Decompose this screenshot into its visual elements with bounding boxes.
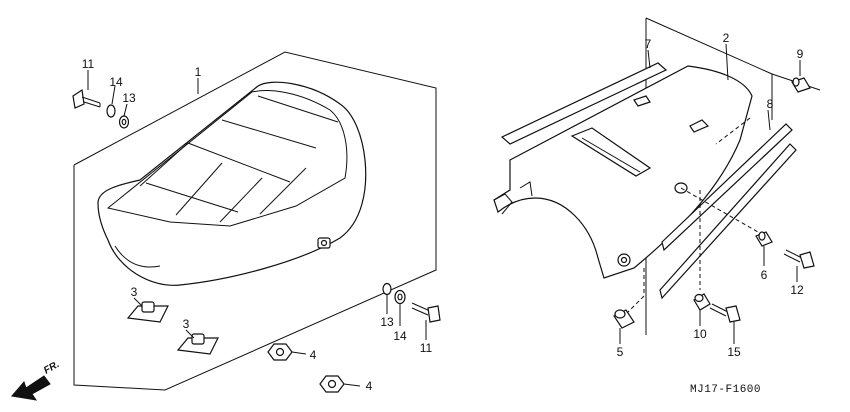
seat-clip-upper bbox=[126, 301, 169, 323]
callout-14a: 14 bbox=[109, 75, 123, 89]
callout-10: 10 bbox=[693, 327, 707, 341]
cowl-collar bbox=[755, 231, 773, 247]
diagram-code: MJ17-F1600 bbox=[690, 384, 761, 396]
callout-3a: 3 bbox=[131, 285, 138, 299]
callout-15: 15 bbox=[727, 345, 741, 359]
callout-2: 2 bbox=[723, 31, 730, 45]
callout-13a: 13 bbox=[122, 91, 136, 105]
leader-lines bbox=[87, 43, 801, 387]
callout-12: 12 bbox=[790, 283, 804, 297]
callout-5: 5 bbox=[617, 345, 624, 359]
callout-4a: 4 bbox=[310, 348, 317, 362]
callout-8: 8 bbox=[767, 97, 774, 111]
seat-clip-lower bbox=[176, 333, 219, 355]
cowl-grommet bbox=[791, 77, 811, 93]
callout-11a: 11 bbox=[82, 57, 95, 71]
callout-1: 1 bbox=[195, 65, 202, 79]
assembly-lines bbox=[623, 117, 759, 317]
cowl-collar-lower bbox=[693, 293, 711, 311]
seat-bolt-lower bbox=[411, 302, 441, 323]
callouts: 1 2 3 3 4 4 5 6 7 8 9 10 11 11 12 13 13 … bbox=[82, 31, 804, 393]
callout-11b: 11 bbox=[420, 341, 433, 355]
seat bbox=[97, 81, 367, 286]
callout-6: 6 bbox=[761, 268, 768, 282]
callout-7: 7 bbox=[645, 37, 652, 51]
cowl-stripe-side bbox=[659, 123, 797, 300]
seat-washer-upper-small bbox=[118, 115, 130, 129]
cowl-bushing bbox=[613, 309, 635, 329]
callout-4b: 4 bbox=[366, 379, 373, 393]
seat-washer-upper bbox=[106, 104, 116, 118]
seat-cowl bbox=[493, 65, 753, 279]
callout-13b: 13 bbox=[380, 315, 394, 329]
callout-9: 9 bbox=[797, 47, 804, 61]
callout-3b: 3 bbox=[183, 317, 190, 331]
callout-14b: 14 bbox=[393, 329, 407, 343]
cowl-stripe-upper bbox=[500, 62, 668, 145]
cowl-bolt-lower bbox=[709, 303, 741, 323]
seat-washer-lower-small bbox=[382, 282, 392, 296]
seat-group-frame bbox=[73, 51, 437, 391]
seat-nut-upper bbox=[267, 343, 293, 361]
seat-washer-lower bbox=[394, 289, 406, 305]
cowl-bolt-rear bbox=[783, 249, 815, 269]
front-label: FR. bbox=[42, 359, 61, 377]
seat-bolt-upper bbox=[72, 88, 101, 109]
front-direction-arrow: FR. bbox=[11, 359, 61, 401]
seat-nut-lower bbox=[319, 375, 345, 393]
